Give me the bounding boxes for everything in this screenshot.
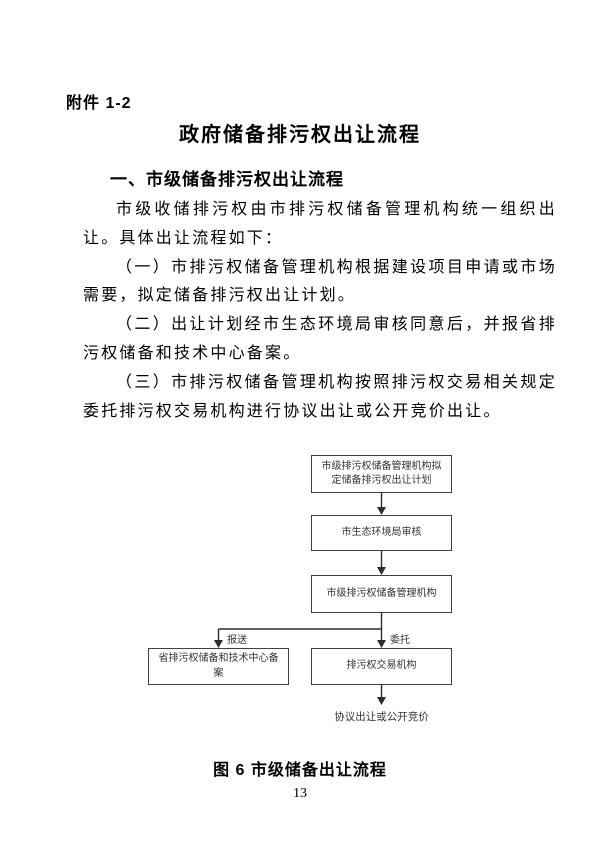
flowchart: 市级排污权储备管理机构拟定储备排污权出让计划 市生态环境局审核 市级排污权储备管… bbox=[0, 445, 600, 745]
paragraph-intro: 市级收储排污权由市排污权储备管理机构统一组织出让。具体出让流程如下： bbox=[83, 201, 557, 247]
flowchart-connector-lines bbox=[214, 493, 386, 705]
page-number: 13 bbox=[293, 786, 307, 801]
attachment-label: 附件 1-2 bbox=[66, 95, 132, 112]
flowchart-node-agency: 市级排污权储备管理机构 bbox=[311, 575, 452, 613]
flowchart-node-filing: 省排污权储备和技术中心备案 bbox=[148, 648, 289, 685]
section-heading: 一、市级储备排污权出让流程 bbox=[110, 170, 344, 189]
flowchart-node-trading: 排污权交易机构 bbox=[311, 648, 452, 685]
edge-label-entrust: 委托 bbox=[390, 635, 410, 646]
paragraph-step-3: （三）市排污权储备管理机构按照排污权交易相关规定委托排污权交易机构进行协议出让或… bbox=[83, 373, 557, 420]
paragraph-step-2: （二）出让计划经市生态环境局审核同意后，并报省排污权储备和技术中心备案。 bbox=[83, 316, 557, 362]
edge-label-submit: 报送 bbox=[227, 635, 247, 646]
figure-caption: 图 6 市级储备出让流程 bbox=[213, 762, 387, 779]
flowchart-node-plan: 市级排污权储备管理机构拟定储备排污权出让计划 bbox=[311, 455, 452, 493]
body-text: 市级收储排污权由市排污权储备管理机构统一组织出让。具体出让流程如下： （一）市排… bbox=[83, 196, 557, 426]
flowchart-node-review: 市生态环境局审核 bbox=[311, 515, 452, 551]
document-title: 政府储备排污权出让流程 bbox=[179, 124, 421, 146]
flowchart-terminal-text: 协议出让或公开竞价 bbox=[334, 711, 429, 723]
paragraph-step-1: （一）市排污权储备管理机构根据建设项目申请或市场需要，拟定储备排污权出让计划。 bbox=[83, 258, 557, 305]
